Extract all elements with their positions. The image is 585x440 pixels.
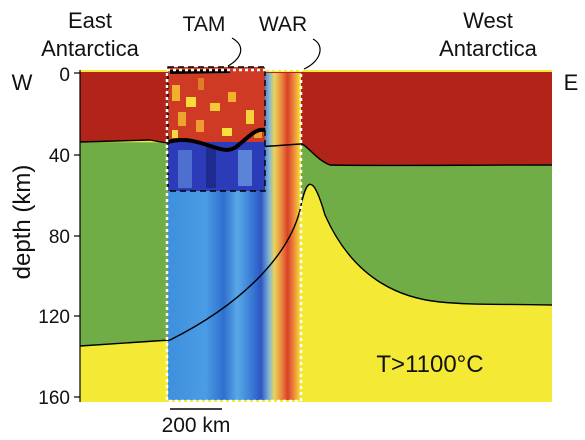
region-label-west-antarctica-line1: West <box>463 8 513 33</box>
model-bounds <box>165 68 303 403</box>
temperature-annotation: T>1100°C <box>376 351 483 378</box>
war-callout-curve <box>303 38 321 70</box>
tam-label: TAM <box>183 13 226 36</box>
crustal-model-inset <box>167 66 266 192</box>
depth-tick-label: 0 <box>59 65 70 86</box>
depth-axis-title: depth (km) <box>9 165 36 280</box>
war-label: WAR <box>259 13 307 36</box>
region-label-east-antarctica-line2: Antarctica <box>41 36 140 61</box>
depth-tick-label: 120 <box>38 307 70 328</box>
tam-callout-curve <box>227 37 242 67</box>
depth-tick-label: 160 <box>38 388 70 409</box>
depth-axis <box>74 70 81 402</box>
depth-tick-label: 80 <box>49 227 70 248</box>
region-label-west-antarctica-line2: Antarctica <box>439 36 538 61</box>
depth-tick-label: 40 <box>49 146 70 167</box>
scale-bar-label: 200 km <box>162 414 231 437</box>
lab-boundary <box>79 183 553 347</box>
region-label-east-antarctica-line1: East <box>68 8 112 33</box>
compass-east-label: E <box>564 70 579 95</box>
compass-west-label: W <box>12 70 33 95</box>
